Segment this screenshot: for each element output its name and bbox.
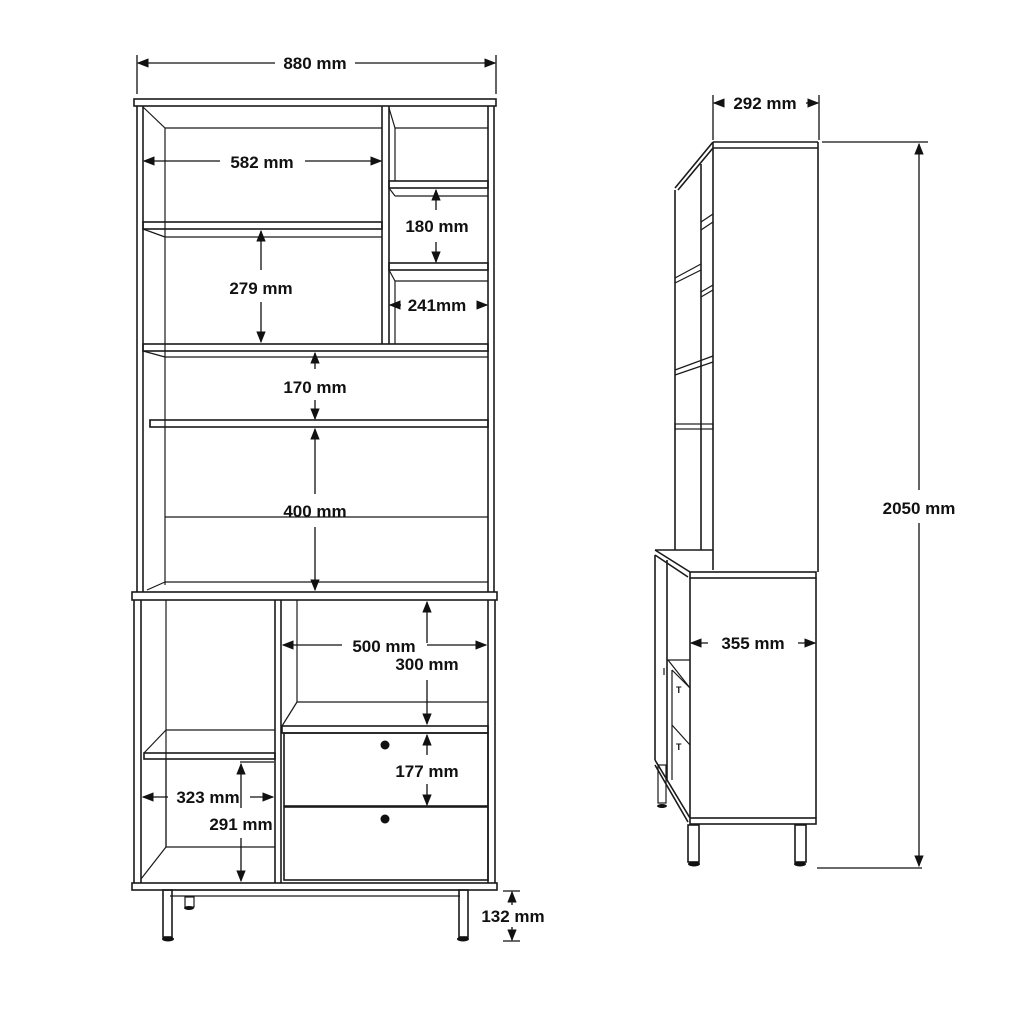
dim-base-left-width: 323 mm (176, 788, 239, 807)
dim-base-depth: 355 mm (721, 634, 784, 653)
dim-overall-width: 880 mm (283, 54, 346, 73)
front-view: 880 mm 582 mm 180 mm 279 mm 241mm 170 mm… (131, 54, 545, 942)
dim-leg-height: 132 mm (481, 907, 544, 926)
dim-upper-depth: 292 mm (733, 94, 796, 113)
dim-overall-height: 2050 mm (883, 499, 956, 518)
dim-drawer-height: 177 mm (395, 762, 458, 781)
dim-base-right-open-height: 300 mm (395, 655, 458, 674)
dim-lower-open-shelf-height: 400 mm (283, 502, 346, 521)
dim-right-compartment-width: 241mm (408, 296, 467, 315)
dim-middle-shelf-height: 170 mm (283, 378, 346, 397)
dim-upper-left-shelf-height: 279 mm (229, 279, 292, 298)
dim-right-compartment-height: 180 mm (405, 217, 468, 236)
svg-text:T: T (676, 742, 682, 752)
svg-text:T: T (676, 685, 682, 695)
dim-base-right-width: 500 mm (352, 637, 415, 656)
drawer-knob-top (380, 740, 390, 750)
side-view: T T 292 mm 2050 mm 355 mm (654, 94, 956, 869)
dim-upper-left-width: 582 mm (230, 153, 293, 172)
dim-base-left-bottom-height: 291 mm (209, 815, 272, 834)
drawer-knob-bottom (380, 814, 390, 824)
